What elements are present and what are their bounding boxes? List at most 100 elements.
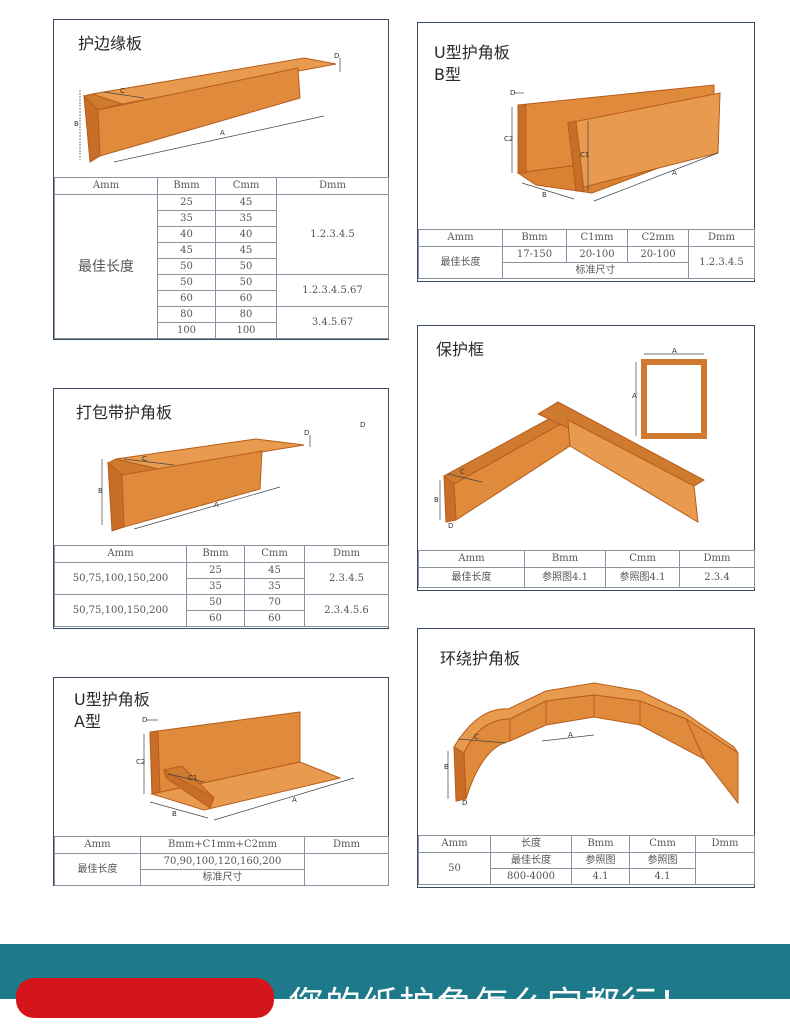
c-ref: 参照图4.1: [605, 567, 680, 588]
b-ref-number: 4.1: [571, 868, 630, 885]
panel-title: 保护框: [436, 340, 485, 359]
panel-subtitle: B型: [434, 65, 461, 84]
label-b: B: [434, 496, 439, 504]
b-value: 25: [157, 194, 216, 211]
standard-size-note: 标准尺寸: [140, 869, 305, 886]
header-c: Cmm: [244, 545, 305, 563]
c-ref: 参照图: [629, 852, 696, 869]
c-value: 80: [215, 306, 277, 323]
header-bc: Bmm+C1mm+C2mm: [140, 836, 305, 854]
header-d: Dmm: [688, 229, 755, 247]
label-d: D: [304, 429, 309, 437]
label-a: A: [220, 129, 225, 137]
cta-button[interactable]: [16, 978, 274, 1018]
protective-frame-spec-table: Amm Bmm Cmm Dmm 最佳长度 参照图4.1 参照图4.1 2.3.4: [418, 550, 755, 588]
label-b: B: [74, 120, 79, 128]
b-range: 17-150: [502, 246, 567, 263]
header-d: Dmm: [695, 835, 755, 853]
b-value: 35: [186, 578, 245, 595]
wrap-protector-diagram: B C A D: [444, 682, 739, 807]
label-d: D: [448, 522, 453, 530]
panel-title: 环绕护角板: [440, 649, 521, 668]
c-value: 70: [244, 594, 305, 611]
c-value: 100: [215, 322, 277, 339]
label-d: D: [510, 89, 515, 97]
label-b: B: [542, 191, 547, 199]
header-b: Bmm: [571, 835, 630, 853]
size-values: 70,90,100,120,160,200: [140, 853, 305, 870]
panel-title: U型护角板: [434, 43, 510, 62]
c-value: 50: [215, 274, 277, 291]
u-type-b-spec-table: Amm Bmm C1mm C2mm Dmm 最佳长度 17-150 20-100…: [418, 229, 755, 279]
panel-subtitle: A型: [74, 712, 101, 731]
label-c: C: [460, 468, 465, 476]
label-a: A: [672, 169, 677, 177]
wrap-protector-spec-table: Amm 长度 Bmm Cmm Dmm 50 最佳长度 参照图 参照图 800-4…: [418, 835, 755, 885]
d-group-3: 3.4.5.67: [276, 306, 389, 339]
label-c: C: [142, 455, 147, 463]
b-ref: 参照图4.1: [524, 567, 606, 588]
label-d: D: [462, 799, 467, 807]
best-length-label: 最佳长度: [54, 194, 158, 339]
protective-frame-diagram: A A B C D: [434, 347, 707, 530]
label-c2: C2: [136, 758, 145, 766]
c-value: 45: [215, 242, 277, 259]
header-d: Dmm: [679, 550, 755, 568]
length-range: 800-4000: [490, 868, 572, 885]
standard-size-note: 标准尺寸: [502, 262, 689, 279]
d-group-1: 1.2.3.4.5: [276, 194, 389, 275]
panel-title: 打包带护角板: [76, 403, 173, 422]
header-a: Amm: [54, 177, 158, 195]
label-a: A: [292, 796, 297, 804]
b-value: 40: [157, 226, 216, 243]
label-d: D: [334, 52, 339, 60]
header-b: Bmm: [524, 550, 606, 568]
c-value: 45: [244, 562, 305, 579]
label-a: A: [568, 731, 573, 739]
c-value: 35: [215, 210, 277, 227]
label-b: B: [172, 810, 177, 818]
c-value: 35: [244, 578, 305, 595]
strapping-protector-diagram: B C A D D: [98, 421, 365, 532]
header-c2: C2mm: [627, 229, 689, 247]
edge-protector-diagram: B C A D: [74, 52, 341, 163]
b-value: 50: [157, 274, 216, 291]
d-empty: [304, 853, 389, 886]
d-empty: [695, 852, 755, 885]
u-type-a-diagram: C2 C1 B A D: [136, 711, 355, 821]
panel-title: 护边缘板: [78, 34, 143, 53]
label-c: C: [474, 733, 479, 741]
strapping-protector-spec-table: Amm Bmm Cmm Dmm 50,75,100,150,200 25 45 …: [54, 545, 389, 627]
header-a: Amm: [54, 836, 141, 854]
header-a: Amm: [418, 229, 503, 247]
c-value: 45: [215, 194, 277, 211]
c-value: 50: [215, 258, 277, 275]
header-a: Amm: [418, 835, 491, 853]
b-value: 60: [186, 610, 245, 627]
b-value: 50: [157, 258, 216, 275]
best-length-label: 最佳长度: [418, 246, 503, 279]
header-b: Bmm: [186, 545, 245, 563]
d-values: 2.3.4: [679, 567, 755, 588]
c-ref-number: 4.1: [629, 868, 696, 885]
header-c: Cmm: [215, 177, 277, 195]
b-value: 25: [186, 562, 245, 579]
a-value: 50: [418, 852, 491, 885]
header-c: Cmm: [629, 835, 696, 853]
header-a: Amm: [54, 545, 187, 563]
header-b: Bmm: [157, 177, 216, 195]
panel-protective-frame: 保护框 A A B C D: [417, 325, 755, 591]
b-ref: 参照图: [571, 852, 630, 869]
c-value: 60: [215, 290, 277, 307]
b-value: 50: [186, 594, 245, 611]
c-value: 60: [244, 610, 305, 627]
header-b: Bmm: [502, 229, 567, 247]
label-d: D: [142, 716, 147, 724]
d-values: 2.3.4.5.6: [304, 594, 389, 627]
d-group-2: 1.2.3.4.5.67: [276, 274, 389, 307]
label-a-side: A: [632, 392, 637, 400]
label-b: B: [98, 487, 103, 495]
label-c1: C1: [580, 151, 589, 159]
b-value: 80: [157, 306, 216, 323]
